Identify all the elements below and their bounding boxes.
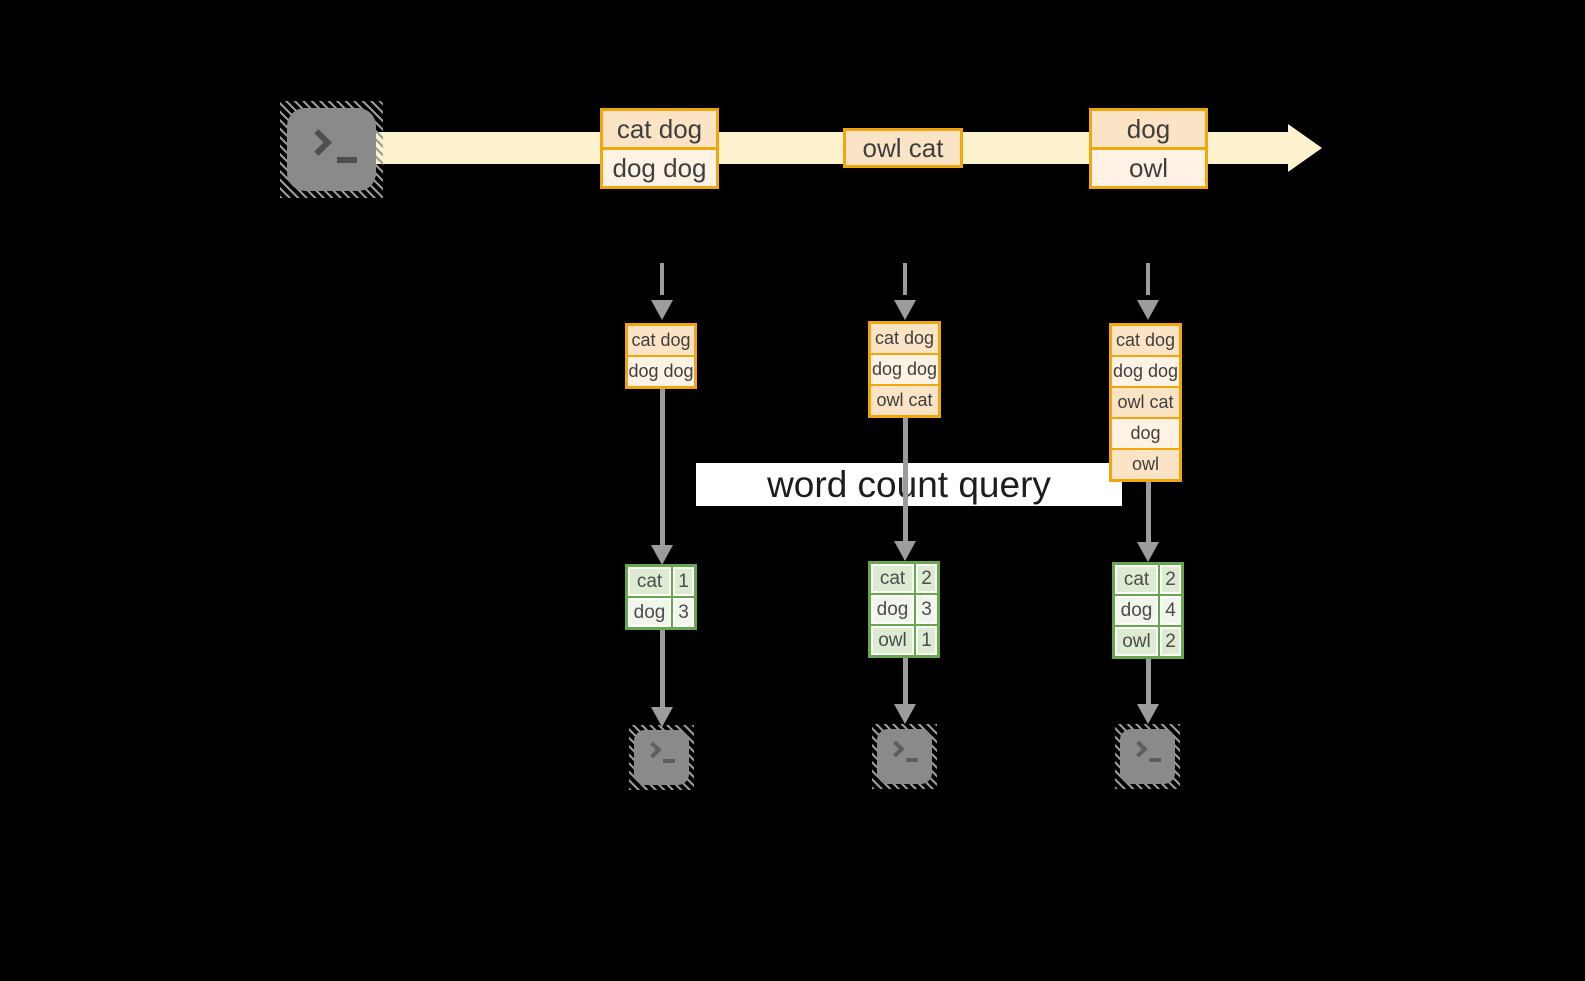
buffer-row: dog dog [628, 355, 694, 386]
count-word-cell: cat [628, 567, 671, 596]
buffer-text: cat dog [1115, 330, 1176, 350]
buffer-row: dog dog [871, 353, 938, 384]
event-text: owl [1128, 152, 1168, 183]
stream-event-line: dog [1092, 111, 1205, 147]
terminal-screen [634, 730, 689, 785]
buffer-text: owl [1131, 454, 1159, 474]
count-word-cell: cat [1115, 565, 1158, 594]
query-banner-label: word count query [767, 463, 1051, 505]
count-value-cell: 2 [916, 564, 937, 593]
arrow-line [1146, 656, 1151, 704]
stream-event-line: cat dog [603, 111, 716, 147]
arrow-line [903, 418, 908, 541]
buffer-text: owl cat [876, 390, 933, 410]
event-text: owl cat [862, 132, 944, 163]
stream-event-3: dog owl [1089, 108, 1208, 189]
count-table-2: cat 2 dog 3 owl 1 [868, 561, 940, 658]
buffer-row: cat dog [628, 326, 694, 355]
dashed-arrowhead-icon [1137, 300, 1159, 320]
buffer-text: cat dog [631, 330, 691, 350]
terminal-screen [287, 108, 376, 191]
terminal-prompt-chevron-icon [887, 740, 905, 758]
arrow-line [660, 628, 665, 707]
terminal-prompt-cursor-icon [906, 758, 918, 762]
dashed-arrowhead-icon [894, 300, 916, 320]
terminal-prompt-cursor-icon [337, 157, 357, 163]
count-word-cell: dog [871, 595, 914, 624]
buffer-row: owl [1112, 448, 1179, 479]
arrowhead-icon [894, 704, 916, 724]
stream-event-line: dog dog [603, 147, 716, 186]
buffer-row: dog dog [1112, 355, 1179, 386]
buffer-text: owl cat [1117, 392, 1174, 412]
buffer-text: dog dog [628, 361, 694, 381]
sink-terminal-icon [1115, 724, 1180, 789]
terminal-prompt-cursor-icon [663, 759, 675, 763]
buffer-row: dog [1112, 417, 1179, 448]
buffer-text: cat dog [874, 328, 935, 348]
snapshot-buffer-3: cat dog dog dog owl cat dog owl [1109, 323, 1182, 482]
buffer-row: cat dog [871, 324, 938, 353]
buffer-text: dog dog [871, 359, 938, 379]
count-value-cell: 4 [1160, 596, 1181, 625]
stream-timeline-arrowhead-icon [1288, 124, 1322, 172]
stream-event-2: owl cat [843, 128, 963, 168]
count-value-cell: 3 [673, 598, 694, 627]
dashed-arrow-line [660, 263, 664, 295]
stream-event-line: owl cat [846, 131, 960, 165]
arrow-line [1146, 481, 1151, 542]
dashed-arrowhead-icon [651, 300, 673, 320]
count-word-cell: cat [871, 564, 914, 593]
arrowhead-icon [1137, 704, 1159, 724]
count-value-cell: 1 [673, 567, 694, 596]
terminal-screen [877, 729, 932, 784]
sink-terminal-icon [872, 724, 937, 789]
count-table-3: cat 2 dog 4 owl 2 [1112, 562, 1184, 659]
count-value-cell: 3 [916, 595, 937, 624]
count-word-cell: owl [1115, 627, 1158, 656]
terminal-screen [1120, 729, 1175, 784]
stream-event-1: cat dog dog dog [600, 108, 719, 189]
snapshot-buffer-1: cat dog dog dog [625, 323, 697, 389]
terminal-prompt-cursor-icon [1149, 758, 1161, 762]
source-terminal-icon [280, 101, 383, 198]
count-value-cell: 1 [916, 626, 937, 655]
arrow-line [903, 658, 908, 704]
arrowhead-icon [1137, 542, 1159, 562]
dashed-arrow-line [1146, 263, 1150, 295]
event-text: dog dog [612, 152, 707, 183]
arrowhead-icon [894, 541, 916, 561]
stream-event-line: owl [1092, 147, 1205, 186]
count-value-cell: 2 [1160, 565, 1181, 594]
arrow-line [660, 387, 665, 545]
query-banner: word count query [696, 463, 1122, 506]
count-value-cell: 2 [1160, 627, 1181, 656]
count-word-cell: owl [871, 626, 914, 655]
snapshot-buffer-2: cat dog dog dog owl cat [868, 321, 941, 418]
arrowhead-icon [651, 545, 673, 565]
count-word-cell: dog [1115, 596, 1158, 625]
buffer-text: dog [1130, 423, 1161, 443]
dashed-arrow-line [903, 263, 907, 295]
buffer-row: cat dog [1112, 326, 1179, 355]
buffer-text: dog dog [1112, 361, 1179, 381]
count-word-cell: dog [628, 598, 671, 627]
terminal-prompt-chevron-icon [305, 129, 332, 156]
event-text: dog [1126, 113, 1171, 144]
terminal-prompt-chevron-icon [644, 741, 662, 759]
buffer-row: owl cat [1112, 386, 1179, 417]
buffer-row: owl cat [871, 384, 938, 415]
terminal-prompt-chevron-icon [1130, 740, 1148, 758]
sink-terminal-icon [629, 725, 694, 790]
event-text: cat dog [616, 113, 703, 144]
count-table-1: cat 1 dog 3 [625, 564, 697, 630]
arrowhead-icon [651, 707, 673, 727]
